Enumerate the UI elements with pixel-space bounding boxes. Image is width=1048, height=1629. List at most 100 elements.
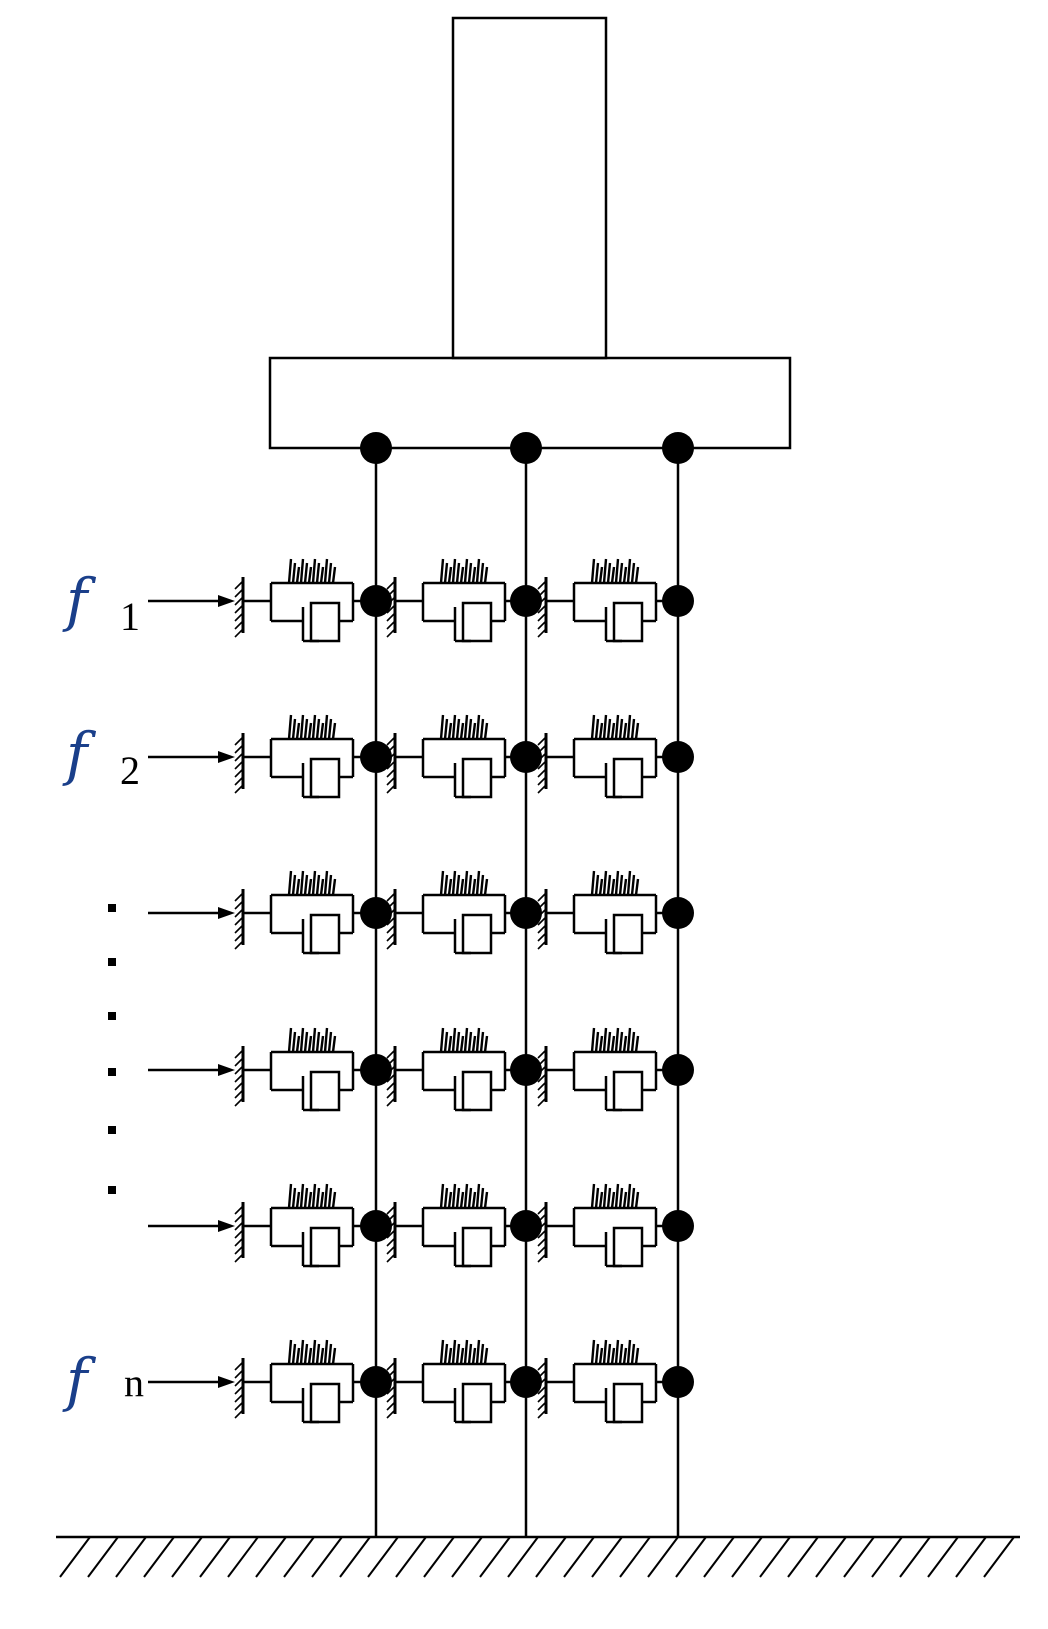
spring-coil bbox=[291, 1187, 297, 1209]
spring-coil bbox=[618, 1187, 624, 1209]
support-hatch bbox=[537, 1401, 547, 1411]
damper-cylinder bbox=[309, 1070, 341, 1112]
arrow-head bbox=[218, 595, 235, 607]
spring-coil bbox=[467, 874, 473, 896]
spring-coil bbox=[447, 1035, 453, 1053]
spring-coil bbox=[295, 1191, 301, 1209]
spring-coil bbox=[479, 1187, 485, 1209]
spring-coil bbox=[614, 1183, 620, 1209]
spring-coil bbox=[451, 1339, 457, 1365]
ground-hatch-stroke bbox=[199, 1536, 231, 1578]
spring-damper-unit bbox=[386, 714, 523, 799]
support-hatch bbox=[234, 1221, 244, 1231]
spring-icon bbox=[590, 1339, 640, 1365]
spring-coil bbox=[602, 1027, 608, 1053]
spring-coil bbox=[610, 566, 616, 584]
ground-hatch-stroke bbox=[815, 1536, 847, 1578]
spring-coil bbox=[602, 558, 608, 584]
support-hatch bbox=[537, 760, 547, 770]
spring-coil bbox=[303, 1187, 309, 1209]
spring-coil bbox=[463, 870, 469, 896]
spring-coil bbox=[295, 878, 301, 896]
spring-coil bbox=[479, 874, 485, 896]
support-hatch bbox=[234, 1393, 244, 1403]
damper-cylinder bbox=[309, 1226, 341, 1268]
spring-coil bbox=[447, 722, 453, 740]
spring-coil bbox=[622, 1191, 628, 1209]
spring-coil bbox=[618, 1343, 624, 1365]
spring-damper-unit bbox=[234, 714, 371, 799]
spring-icon bbox=[439, 1027, 489, 1053]
spring-coil bbox=[307, 1191, 313, 1209]
spring-coil bbox=[634, 566, 640, 584]
spring-coil bbox=[299, 714, 305, 740]
spring-coil bbox=[291, 718, 297, 740]
spring-coil bbox=[630, 562, 636, 584]
spring-coil bbox=[439, 870, 445, 896]
damper-icon bbox=[453, 601, 493, 643]
spring-coil bbox=[614, 1339, 620, 1365]
spring-coil bbox=[455, 562, 461, 584]
support-hatch bbox=[234, 604, 244, 614]
spring-coil bbox=[590, 870, 596, 896]
damper-cylinder bbox=[309, 1382, 341, 1424]
spring-coil bbox=[471, 1191, 477, 1209]
ellipsis-dot bbox=[108, 1012, 116, 1020]
damper-cylinder bbox=[612, 757, 644, 799]
spring-coil bbox=[315, 874, 321, 896]
spring-coil bbox=[475, 714, 481, 740]
ellipsis-dot bbox=[108, 1126, 116, 1134]
spring-coil bbox=[606, 718, 612, 740]
spring-coil bbox=[594, 1031, 600, 1053]
ground-hatch-stroke bbox=[171, 1536, 203, 1578]
force-label-1: f 1 bbox=[62, 566, 140, 639]
spring-coil bbox=[303, 718, 309, 740]
support-hatch bbox=[234, 1253, 244, 1263]
force-arrow-1 bbox=[148, 595, 235, 607]
spring-coil bbox=[471, 722, 477, 740]
spring-coil bbox=[598, 1347, 604, 1365]
support-hatch bbox=[537, 1237, 547, 1247]
support-hatch bbox=[537, 1245, 547, 1255]
spring-coil bbox=[291, 1031, 297, 1053]
support-hatch bbox=[386, 892, 396, 902]
ground-hatch-stroke bbox=[787, 1536, 819, 1578]
row-3 bbox=[234, 870, 694, 955]
force-label-n: f n bbox=[62, 1346, 144, 1414]
spring-damper-unit bbox=[234, 558, 371, 643]
spring-coil bbox=[315, 1031, 321, 1053]
pile-node bbox=[662, 741, 694, 773]
spring-coil bbox=[319, 1035, 325, 1053]
force-arrow-5 bbox=[148, 1220, 235, 1232]
spring-coil bbox=[315, 562, 321, 584]
support-hatch bbox=[234, 940, 244, 950]
damper-cylinder bbox=[461, 1226, 493, 1268]
spring-coil bbox=[463, 714, 469, 740]
spring-coil bbox=[622, 722, 628, 740]
spring-coil bbox=[307, 722, 313, 740]
support-hatch bbox=[234, 924, 244, 934]
spring-coil bbox=[475, 1339, 481, 1365]
ellipsis-dot bbox=[108, 904, 116, 912]
support-hatch bbox=[234, 736, 244, 746]
support-hatch bbox=[234, 1245, 244, 1255]
spring-damper-unit bbox=[537, 870, 674, 955]
support-hatch bbox=[234, 596, 244, 606]
spring-coil bbox=[295, 1347, 301, 1365]
support-hatch bbox=[234, 1081, 244, 1091]
spring-coil bbox=[459, 1191, 465, 1209]
spring-coil bbox=[622, 878, 628, 896]
node-top-1 bbox=[360, 432, 392, 464]
spring-coil bbox=[307, 1035, 313, 1053]
spring-coil bbox=[463, 1183, 469, 1209]
spring-coil bbox=[594, 562, 600, 584]
support-hatch bbox=[537, 1361, 547, 1371]
pile-node bbox=[360, 741, 392, 773]
spring-coil bbox=[459, 722, 465, 740]
spring-coil bbox=[626, 1183, 632, 1209]
support-hatch bbox=[234, 760, 244, 770]
support-hatch bbox=[537, 628, 547, 638]
spring-coil bbox=[299, 1183, 305, 1209]
spring-coil bbox=[331, 566, 337, 584]
spring-coil bbox=[471, 1035, 477, 1053]
